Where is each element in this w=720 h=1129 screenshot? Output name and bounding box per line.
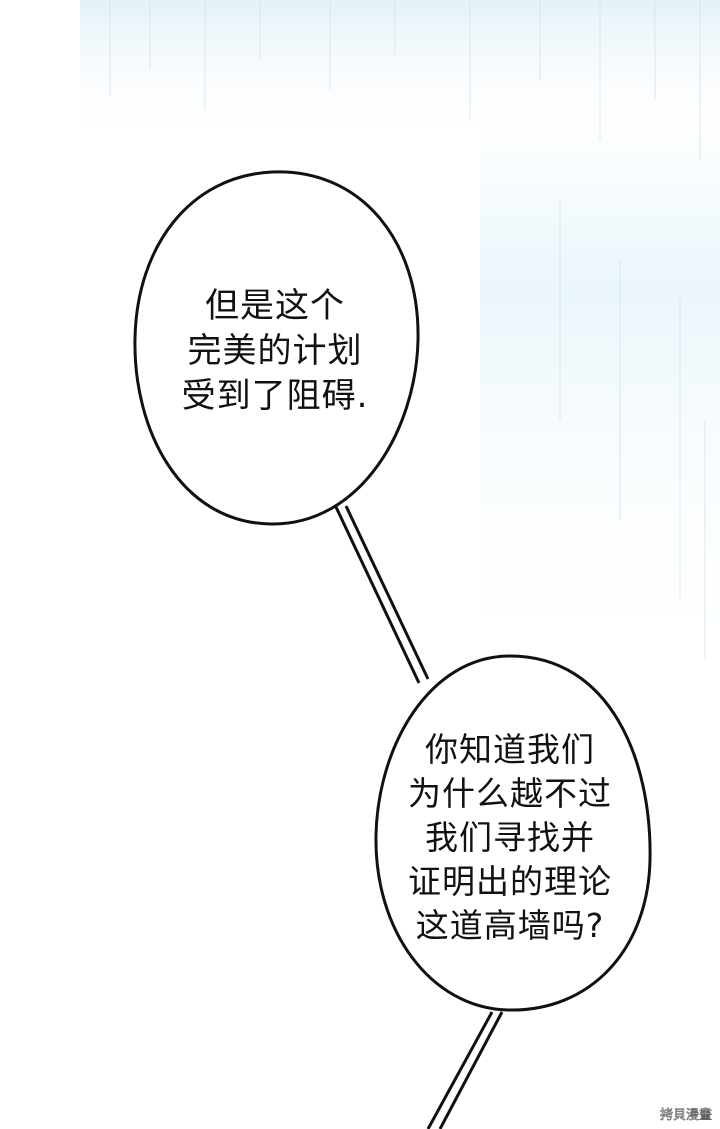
speech-line: 我们寻找并	[425, 818, 595, 857]
speech-bubble-bottom	[374, 654, 652, 1012]
speech-line: 你知道我们	[425, 730, 595, 769]
speech-line: 但是这个	[205, 286, 345, 326]
speech-line: 受到了阻碍.	[181, 376, 369, 416]
speech-line: 证明出的理论	[408, 862, 612, 901]
watermark: 拷貝漫畫	[659, 1108, 713, 1124]
speech-line: 为什么越不过	[408, 774, 612, 813]
speech-line: 这道高墙吗?	[415, 906, 605, 945]
speech-text-top: 但是这个 完美的计划 受到了阻碍.	[150, 284, 400, 419]
speech-line: 完美的计划	[187, 331, 363, 371]
bubble-tail-line	[426, 1011, 504, 1129]
speech-bubble-top	[133, 170, 420, 526]
speech-text-bottom: 你知道我们 为什么越不过 我们寻找并 证明出的理论 这道高墙吗?	[385, 728, 635, 948]
bubble-connector-line	[334, 505, 430, 684]
